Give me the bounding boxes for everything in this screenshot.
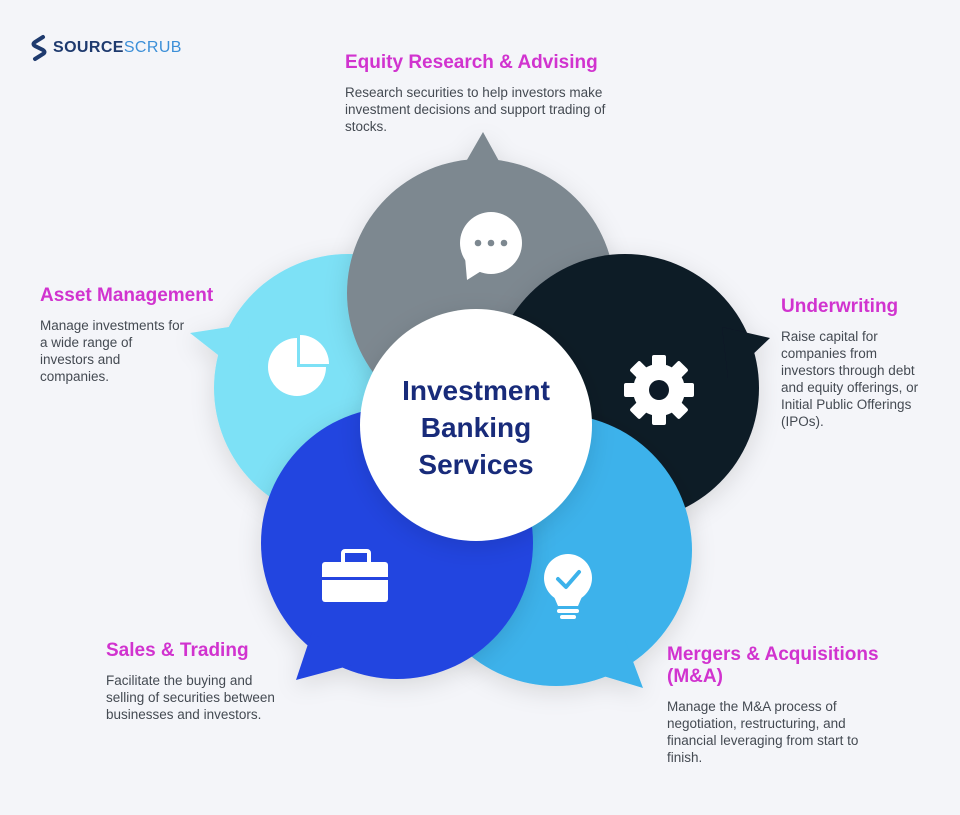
logo-mark-icon bbox=[31, 35, 47, 61]
gear-icon bbox=[624, 355, 694, 425]
asset-management-title: Asset Management bbox=[40, 285, 214, 306]
sales-trading-title: Sales & Trading bbox=[106, 640, 249, 661]
briefcase-icon bbox=[322, 549, 388, 602]
asset-management-description: Manage investments for a wide range of i… bbox=[40, 318, 185, 384]
equity-research-block: Equity Research & Advising Research secu… bbox=[345, 52, 625, 135]
pie-chart-icon bbox=[268, 335, 329, 396]
underwriting-title: Underwriting bbox=[781, 296, 899, 317]
mergers-acquisitions-block: Mergers & Acquisitions (M&A) Manage the … bbox=[667, 644, 907, 766]
center-title: Investment Banking Services bbox=[362, 372, 590, 483]
sales-trading-block: Sales & Trading Facilitate the buying an… bbox=[106, 640, 286, 723]
underwriting-description: Raise capital for companies from investo… bbox=[781, 329, 919, 429]
mergers-acquisitions-description: Manage the M&A process of negotiation, r… bbox=[667, 699, 859, 765]
asset-management-block: Asset Management Manage investments for … bbox=[40, 285, 214, 385]
sales-trading-description: Facilitate the buying and selling of sec… bbox=[106, 673, 275, 722]
equity-research-description: Research securities to help investors ma… bbox=[345, 85, 606, 134]
underwriting-block: Underwriting Raise capital for companies… bbox=[781, 296, 929, 430]
center-circle bbox=[360, 309, 592, 541]
lightbulb-check-icon bbox=[544, 554, 592, 619]
equity-research-title: Equity Research & Advising bbox=[345, 52, 598, 73]
center-title-line-2: Banking bbox=[420, 412, 532, 443]
sourcescrub-logo: SOURCESCRUB bbox=[30, 34, 182, 62]
center-title-line-3: Services bbox=[418, 449, 534, 480]
chat-bubble-icon bbox=[460, 212, 522, 280]
center-title-line-1: Investment bbox=[402, 375, 550, 406]
mergers-acquisitions-title: Mergers & Acquisitions (M&A) bbox=[667, 644, 879, 687]
logo-text: SOURCESCRUB bbox=[53, 39, 182, 56]
